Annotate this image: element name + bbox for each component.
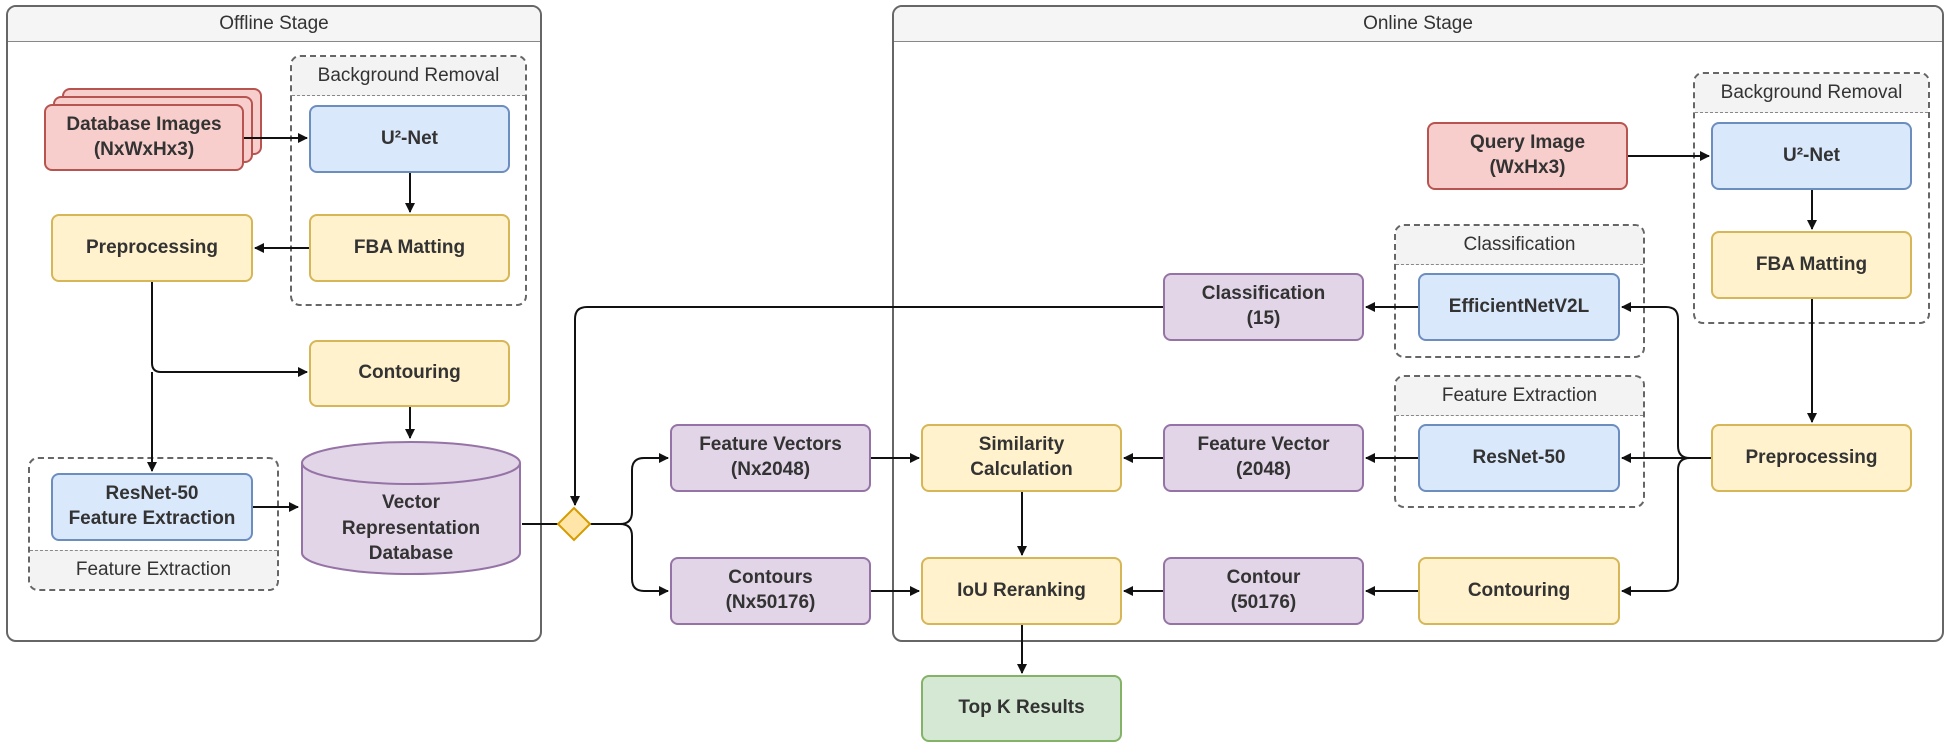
feature-vectors-box: Feature Vectors (Nx2048): [670, 424, 871, 492]
offline-feature-extraction-title: Feature Extraction: [30, 550, 277, 589]
contour-dims: (50176): [1230, 592, 1297, 613]
query-image-dims: (WxHx3): [1489, 157, 1566, 178]
query-image-label: Query Image: [1469, 132, 1586, 154]
contours-dims: (Nx50176): [725, 592, 816, 613]
arrow-diamond-to-feature-vectors: [590, 453, 669, 525]
feature-vectors-dims: (Nx2048): [730, 459, 811, 480]
feature-vector-box: Feature Vector (2048): [1163, 424, 1364, 492]
iou-reranking-box: IoU Reranking: [921, 557, 1122, 625]
offline-contouring-box: Contouring: [309, 340, 510, 407]
vector-database-line3: Database: [368, 543, 454, 565]
iou-reranking-label: IoU Reranking: [957, 579, 1086, 601]
online-contouring-box: Contouring: [1418, 557, 1620, 625]
offline-fba-matting-label: FBA Matting: [353, 236, 466, 258]
offline-stage-title: Offline Stage: [8, 7, 540, 42]
classification-output-count: (15): [1246, 308, 1281, 329]
contour-box: Contour (50176): [1163, 557, 1364, 625]
vector-database-cylinder-icon: [301, 441, 521, 575]
online-resnet-box: ResNet-50: [1418, 424, 1620, 492]
top-k-results-label: Top K Results: [958, 697, 1085, 719]
offline-fba-matting-box: FBA Matting: [309, 214, 510, 282]
contour-label: Contour: [1226, 567, 1301, 589]
classification-group-title: Classification: [1396, 226, 1643, 265]
online-background-removal-title: Background Removal: [1695, 74, 1928, 113]
online-fba-matting-label: FBA Matting: [1755, 253, 1868, 275]
efficientnet-box: EfficientNetV2L: [1418, 273, 1620, 341]
online-preprocessing-box: Preprocessing: [1711, 424, 1912, 492]
online-feature-extraction-title: Feature Extraction: [1396, 377, 1643, 416]
similarity-calculation-line1: Similarity: [978, 434, 1065, 456]
database-images-dims: (NxWxHx3): [93, 138, 195, 160]
online-unet-box: U²-Net: [1711, 122, 1912, 190]
merge-diamond-icon: [556, 506, 592, 542]
online-preprocessing-label: Preprocessing: [1745, 446, 1878, 468]
offline-resnet-box: ResNet-50 Feature Extraction: [51, 473, 253, 541]
top-k-results-box: Top K Results: [921, 675, 1122, 742]
similarity-calculation-line2: Calculation: [970, 459, 1073, 480]
contours-box: Contours (Nx50176): [670, 557, 871, 625]
database-images-box: Database Images (NxWxHx3): [44, 104, 244, 171]
classification-output-label: Classification: [1201, 283, 1326, 305]
query-image-box: Query Image (WxHx3): [1427, 122, 1628, 190]
offline-preprocessing-box: Preprocessing: [51, 214, 253, 282]
offline-resnet-sublabel: Feature Extraction: [68, 508, 236, 529]
contours-label: Contours: [728, 567, 813, 589]
offline-resnet-label: ResNet-50: [105, 483, 199, 505]
classification-output-box: Classification (15): [1163, 273, 1364, 341]
offline-unet-box: U²-Net: [309, 105, 510, 173]
online-contouring-label: Contouring: [1467, 579, 1571, 601]
vector-database-line2: Representation: [341, 517, 481, 539]
online-resnet-label: ResNet-50: [1472, 446, 1566, 468]
online-fba-matting-box: FBA Matting: [1711, 231, 1912, 299]
online-unet-label: U²-Net: [1783, 144, 1840, 166]
efficientnet-label: EfficientNetV2L: [1448, 295, 1590, 317]
offline-preprocessing-label: Preprocessing: [86, 236, 218, 258]
online-stage-title: Online Stage: [894, 7, 1942, 42]
feature-vector-dims: (2048): [1236, 459, 1291, 480]
vector-database-line1: Vector: [381, 492, 441, 513]
feature-vector-label: Feature Vector: [1197, 434, 1330, 456]
offline-background-removal-title: Background Removal: [292, 57, 525, 96]
offline-contouring-label: Contouring: [358, 362, 461, 384]
similarity-calculation-box: Similarity Calculation: [921, 424, 1122, 492]
feature-vectors-label: Feature Vectors: [699, 434, 842, 456]
offline-unet-label: U²-Net: [381, 127, 438, 149]
database-images-label: Database Images: [66, 113, 222, 135]
arrow-diamond-to-contours: [590, 523, 669, 596]
vector-database: Vector Representation Database: [300, 440, 522, 576]
